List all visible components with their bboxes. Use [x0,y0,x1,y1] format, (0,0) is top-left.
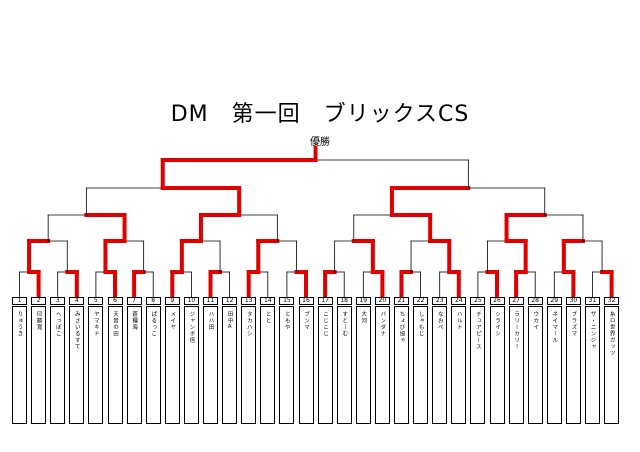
player-name: 蒼種海 [131,311,138,331]
entry-number: 7 [126,297,142,305]
player-name: タカハシ [245,311,252,337]
player-name-box: ハルト [451,306,467,424]
entry-number: 27 [508,297,524,305]
player-name: こじこじ [322,311,329,337]
entry-number: 25 [470,297,486,305]
entry-number: 4 [69,297,85,305]
player-name: ぱるっこ [150,311,157,337]
player-name: 印藤寛 [35,311,42,331]
entry-number: 14 [260,297,276,305]
entry-number: 10 [183,297,199,305]
entry-number: 16 [298,297,314,305]
player-name: ちょび協ゃ [398,311,405,344]
player-name-box: とと [260,306,276,424]
player-name-box: バンダナ [374,306,390,424]
player-name: りゅうき [16,311,23,337]
player-name-box: 天音の田 [107,306,123,424]
player-name: みさいるすて [73,311,80,350]
player-name: ハルト [455,311,462,331]
player-name-box: ブンマ [298,306,314,424]
player-name-box: しゃもじ [413,306,429,424]
player-name-box: 田中A [222,306,238,424]
entry-number: 26 [489,297,505,305]
player-name: ブラズマ [570,311,577,337]
entry-number: 17 [317,297,333,305]
player-name: メイヤ [169,311,176,331]
player-name: ラリーカリー [513,311,520,350]
player-name-box: ともや [279,306,295,424]
player-name-box: ハハ田 [203,306,218,424]
player-name: 大河 [360,311,367,324]
player-name: ハハ田 [207,311,214,331]
player-name-box: ザ・ニンジャ [585,306,600,424]
player-name-box: ネイマール [546,306,562,424]
entry-number: 9 [164,297,180,305]
player-name-box: りゅうき [12,306,27,424]
player-name-box: ぱるっこ [145,306,161,424]
player-name: バンダナ [379,311,386,337]
entry-number: 20 [374,297,390,305]
player-name: ザ・ニンジャ [589,311,596,350]
player-name: へっぽこ [54,311,61,337]
player-name-box: ちょび協ゃ [394,306,409,424]
player-name: なおべ [436,311,443,331]
entry-number: 31 [585,297,600,305]
player-name: 田中A [226,311,233,331]
page-title: DM 第一回 ブリックスCS [170,102,470,127]
player-name: ヤマキド [92,311,99,337]
player-name-box: 印藤寛 [31,306,47,424]
entry-number: 6 [107,297,123,305]
player-name-box: ラリーカリー [508,306,524,424]
entry-number: 22 [413,297,429,305]
entry-number: 29 [546,297,562,305]
player-name: とと [264,311,271,324]
entry-number: 5 [88,297,104,305]
entry-number: 30 [565,297,581,305]
player-name: ウカイ [532,311,539,331]
entry-number: 32 [604,297,620,305]
player-name-box: チュアピース [470,306,486,424]
player-name: チュアピース [474,311,481,350]
entry-number: 13 [241,297,257,305]
entry-number: 18 [336,297,352,305]
player-name: ブンマ [303,311,309,331]
player-name: ジャンボ倍 [188,311,195,344]
player-name-box: みさいるすて [69,306,85,424]
player-name-box: 糸ロ世界ガッツ [604,306,620,424]
player-name-box: ブラズマ [565,306,581,424]
player-name-box: へっぽこ [50,306,66,424]
player-name-box: 蒼種海 [126,306,142,424]
player-name-box: こじこじ [317,306,333,424]
entry-number: 15 [279,297,295,305]
player-name-box: ヤマキド [88,306,104,424]
entry-number: 28 [527,297,543,305]
player-name: 糸ロ世界ガッツ [608,311,615,357]
entry-number: 19 [355,297,371,305]
player-name: 天音の田 [112,311,118,337]
player-name-box: メイヤ [164,306,180,424]
entry-number: 23 [432,297,448,305]
player-name-box: すとーむ [336,306,352,424]
player-name-box: 大河 [355,306,371,424]
entry-number: 3 [50,297,66,305]
player-name: ネイマール [551,311,558,344]
player-name: すとーむ [341,311,348,337]
entry-number: 8 [145,297,161,305]
player-name-box: タカハシ [241,306,257,424]
player-name: シライシ [494,311,500,337]
player-name-box: なおべ [432,306,448,424]
entry-number: 2 [31,297,47,305]
player-name-box: シライシ [489,306,505,424]
entry-number: 12 [222,297,238,305]
champion-label: 優勝 [310,137,330,148]
player-name: ともや [283,311,290,331]
entry-number: 1 [12,297,27,305]
entry-number: 24 [451,297,467,305]
player-name: しゃもじ [417,311,424,337]
player-name-box: ウカイ [527,306,543,424]
entry-number: 11 [203,297,218,305]
player-name-box: ジャンボ倍 [183,306,199,424]
entry-number: 21 [394,297,409,305]
